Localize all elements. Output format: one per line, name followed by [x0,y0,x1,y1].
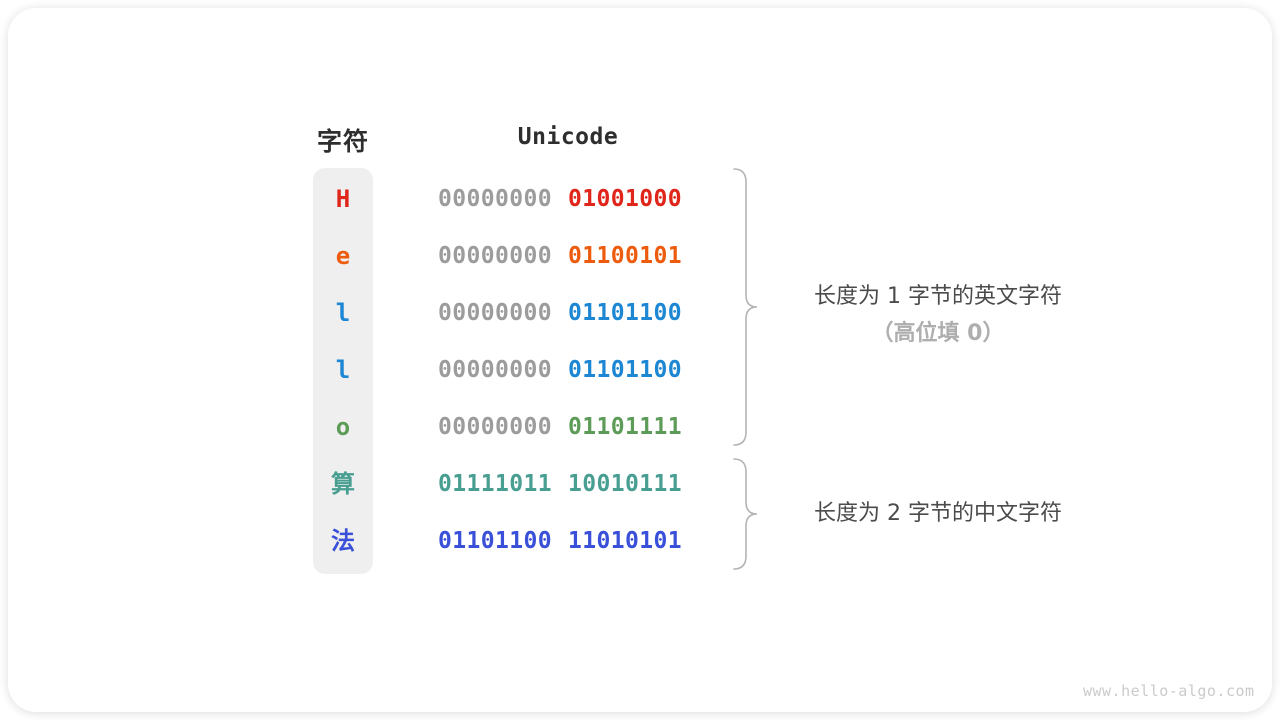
unicode-low-byte: 01100101 [568,243,682,269]
diagram-card: 字符 Unicode H e l l o 算 法 00000000 010010… [8,8,1272,712]
unicode-high-byte: 00000000 [438,357,552,383]
character-cell: e [335,242,351,270]
unicode-binary-row: 01101100 11010101 [438,513,708,569]
unicode-binary-row: 00000000 01101111 [438,399,708,455]
unicode-low-byte: 01101100 [568,357,682,383]
column-header-unicode: Unicode [517,124,619,150]
unicode-binary-row: 00000000 01001000 [438,171,708,227]
unicode-high-byte: 00000000 [438,243,552,269]
unicode-high-byte: 01101100 [438,528,552,554]
unicode-low-byte: 01101100 [568,300,682,326]
unicode-high-byte: 00000000 [438,186,552,212]
unicode-high-byte: 00000000 [438,300,552,326]
unicode-binary-row: 00000000 01101100 [438,342,708,398]
annotation-english-chars: 长度为 1 字节的英文字符 [814,284,1062,309]
group-brace-chinese [733,458,758,570]
group-brace-english [733,168,758,446]
unicode-low-byte: 01101111 [568,414,682,440]
unicode-low-byte: 01001000 [568,186,682,212]
column-header-character: 字符 [316,127,369,156]
unicode-high-byte: 01111011 [438,471,552,497]
annotation-chinese-chars: 长度为 2 字节的中文字符 [814,501,1062,526]
watermark-url: www.hello-algo.com [1083,682,1255,700]
unicode-low-byte: 11010101 [568,528,682,554]
unicode-high-byte: 00000000 [438,414,552,440]
character-cell: H [335,185,351,213]
character-cell: l [335,299,351,327]
unicode-binary-row: 00000000 01101100 [438,285,708,341]
unicode-binary-row: 01111011 10010111 [438,456,708,512]
character-cell: 法 [331,527,355,555]
character-cell: 算 [331,470,355,498]
annotation-high-bits-zero: （高位填 0） [871,321,1005,346]
character-cell: o [335,413,351,441]
unicode-low-byte: 10010111 [568,471,682,497]
character-column: H e l l o 算 法 [313,168,373,574]
character-cell: l [335,356,351,384]
unicode-binary-row: 00000000 01100101 [438,228,708,284]
